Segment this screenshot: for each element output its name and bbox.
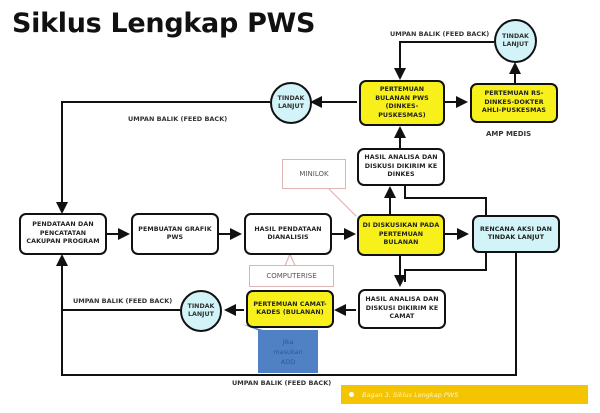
box-didiskusikan: DI DISKUSIKAN PADA PERTEMUAN BULANAN (357, 214, 445, 256)
box-hasil-dinkes-text: HASIL ANALISA DAN DISKUSI DIKIRIM KE DIN… (364, 154, 438, 179)
label-feedback-mid: UMPAN BALIK (FEED BACK) (128, 115, 228, 123)
box-pendataan-text: PENDATAAN DAN PENCATATAN CAKUPAN PROGRAM (26, 221, 100, 246)
diagram-title: Siklus Lengkap PWS (12, 8, 316, 39)
minilok-label: MINILOK (299, 170, 329, 178)
box-hasil-camat: HASIL ANALISA DAN DISKUSI DIKIRIM KE CAM… (358, 289, 446, 329)
box-grafik-text: PEMBUATAN GRAFIK PWS (138, 225, 212, 242)
bullet-icon (349, 392, 354, 397)
connector-bracket-bottom (404, 253, 487, 282)
label-feedback-bottom: UMPAN BALIK (FEED BACK) (232, 379, 332, 387)
circle-tindak-mid-text: TINDAK LANJUT (277, 95, 305, 110)
connector-bracket-top (404, 186, 487, 215)
box-pertemuan-camat-text: PERTEMUAN CAMAT-KADES (BULANAN) (253, 300, 327, 317)
feedback-mid-line (56, 101, 270, 214)
feedback-top-line (394, 41, 494, 80)
circle-tindak-top-right: TINDAK LANJUT (494, 19, 537, 63)
box-hasil-pendataan-text: HASIL PENDATAAN DIANALISIS (254, 225, 322, 242)
circle-tindak-mid: TINDAK LANJUT (270, 82, 312, 124)
circle-tindak-bottom: TINDAK LANJUT (180, 290, 222, 332)
blue-callout-line: Jika (282, 337, 294, 346)
blue-callout-line: masukan (273, 347, 303, 356)
box-pertemuan-pws-text: PERTEMUAN BULANAN PWS (DINKES-PUSKESMAS) (375, 86, 429, 119)
box-hasil-dinkes: HASIL ANALISA DAN DISKUSI DIKIRIM KE DIN… (357, 148, 445, 186)
box-pertemuan-camat: PERTEMUAN CAMAT-KADES (BULANAN) (246, 290, 334, 328)
box-hasil-camat-text: HASIL ANALISA DAN DISKUSI DIKIRIM KE CAM… (365, 296, 439, 321)
circle-tindak-bottom-text: TINDAK LANJUT (187, 303, 215, 318)
box-pertemuan-rs: PERTEMUAN RS-DINKES-DOKTER AHLI-PUSKESMA… (470, 83, 558, 123)
figure-caption: Bagan 3. Siklus Lengkap PWS (341, 385, 588, 404)
box-didiskusikan-text: DI DISKUSIKAN PADA PERTEMUAN BULANAN (362, 222, 440, 247)
label-feedback-lower: UMPAN BALIK (FEED BACK) (73, 297, 173, 305)
box-rencana-text: RENCANA AKSI DAN TINDAK LANJUT (479, 225, 553, 242)
label-amp-medis: AMP MEDIS (486, 130, 532, 138)
computerise-label: COMPUTERISE (266, 272, 317, 280)
box-pertemuan-pws: PERTEMUAN BULANAN PWS (DINKES-PUSKESMAS) (359, 80, 445, 126)
box-rencana-aksi: RENCANA AKSI DAN TINDAK LANJUT (472, 215, 560, 253)
computerise-callout: COMPUTERISE (249, 265, 334, 287)
minilok-callout: MINILOK (282, 159, 346, 189)
label-feedback-top: UMPAN BALIK (FEED BACK) (390, 30, 490, 38)
box-hasil-pendataan: HASIL PENDATAAN DIANALISIS (244, 213, 332, 255)
feedback-bottom-line (61, 253, 517, 376)
box-pertemuan-rs-text: PERTEMUAN RS-DINKES-DOKTER AHLI-PUSKESMA… (481, 90, 547, 115)
circle-tindak-top-right-text: TINDAK LANJUT (502, 33, 529, 48)
minilok-pointer (319, 179, 357, 217)
blue-callout-line: ADD (280, 357, 296, 366)
box-pendataan: PENDATAAN DAN PENCATATAN CAKUPAN PROGRAM (19, 213, 107, 255)
box-pembuatan-grafik: PEMBUATAN GRAFIK PWS (131, 213, 219, 255)
blue-callout: Jika masukan ADD (258, 330, 318, 373)
caption-text: Bagan 3. Siklus Lengkap PWS (362, 390, 459, 399)
